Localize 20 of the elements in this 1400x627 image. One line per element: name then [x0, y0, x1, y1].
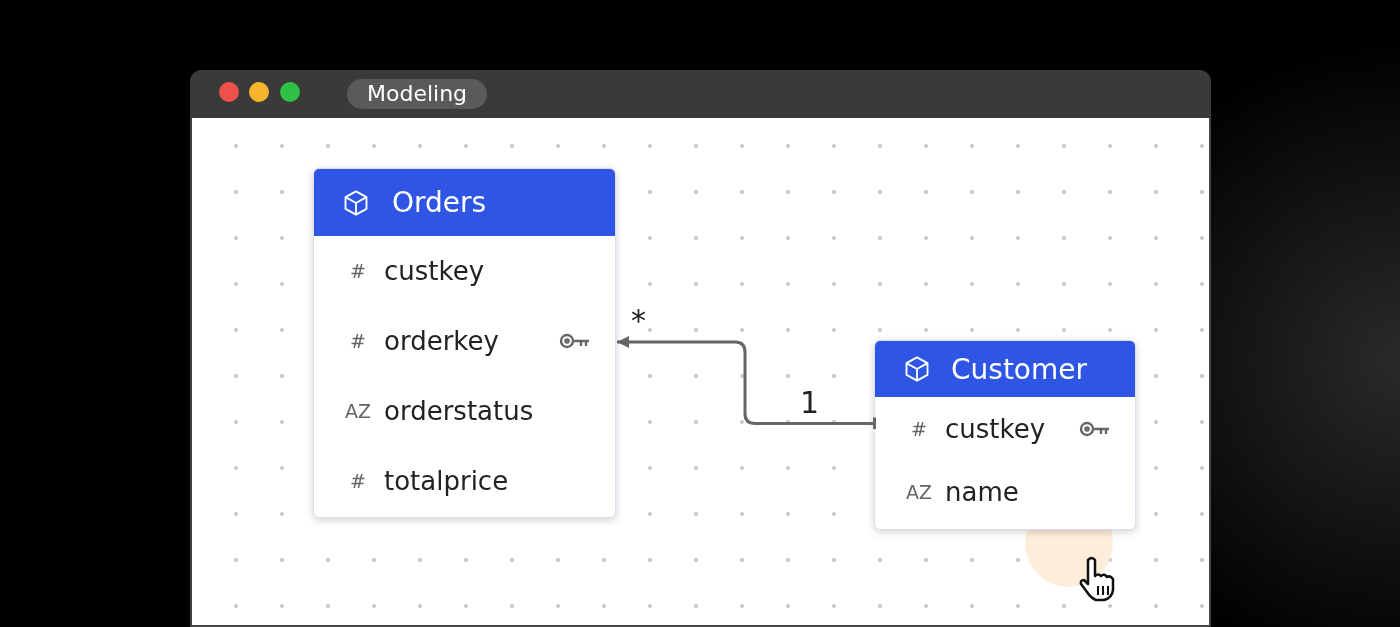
type-indicator: # [910, 417, 928, 440]
column-name: name [945, 476, 1019, 507]
type-indicator: # [349, 330, 367, 352]
type-indicator: AZ [344, 400, 372, 422]
type-indicator: # [349, 470, 367, 492]
tab-label: Modeling [347, 79, 488, 109]
column-name: orderstatus [384, 396, 534, 426]
entity-table [313, 168, 616, 518]
column-name: custkey [384, 256, 485, 286]
relationship-connector [617, 336, 876, 430]
column-name: orderkey [384, 326, 499, 356]
column-name: custkey [945, 413, 1046, 444]
cardinality-label: 1 [800, 385, 820, 420]
type-indicator: # [349, 260, 367, 282]
table-name: Customer [951, 352, 1087, 386]
column-name: totalprice [384, 466, 509, 496]
cardinality-label: * [631, 303, 646, 338]
table-name: Orders [392, 186, 487, 219]
entity-table [874, 340, 1136, 530]
type-indicator: AZ [905, 480, 933, 503]
